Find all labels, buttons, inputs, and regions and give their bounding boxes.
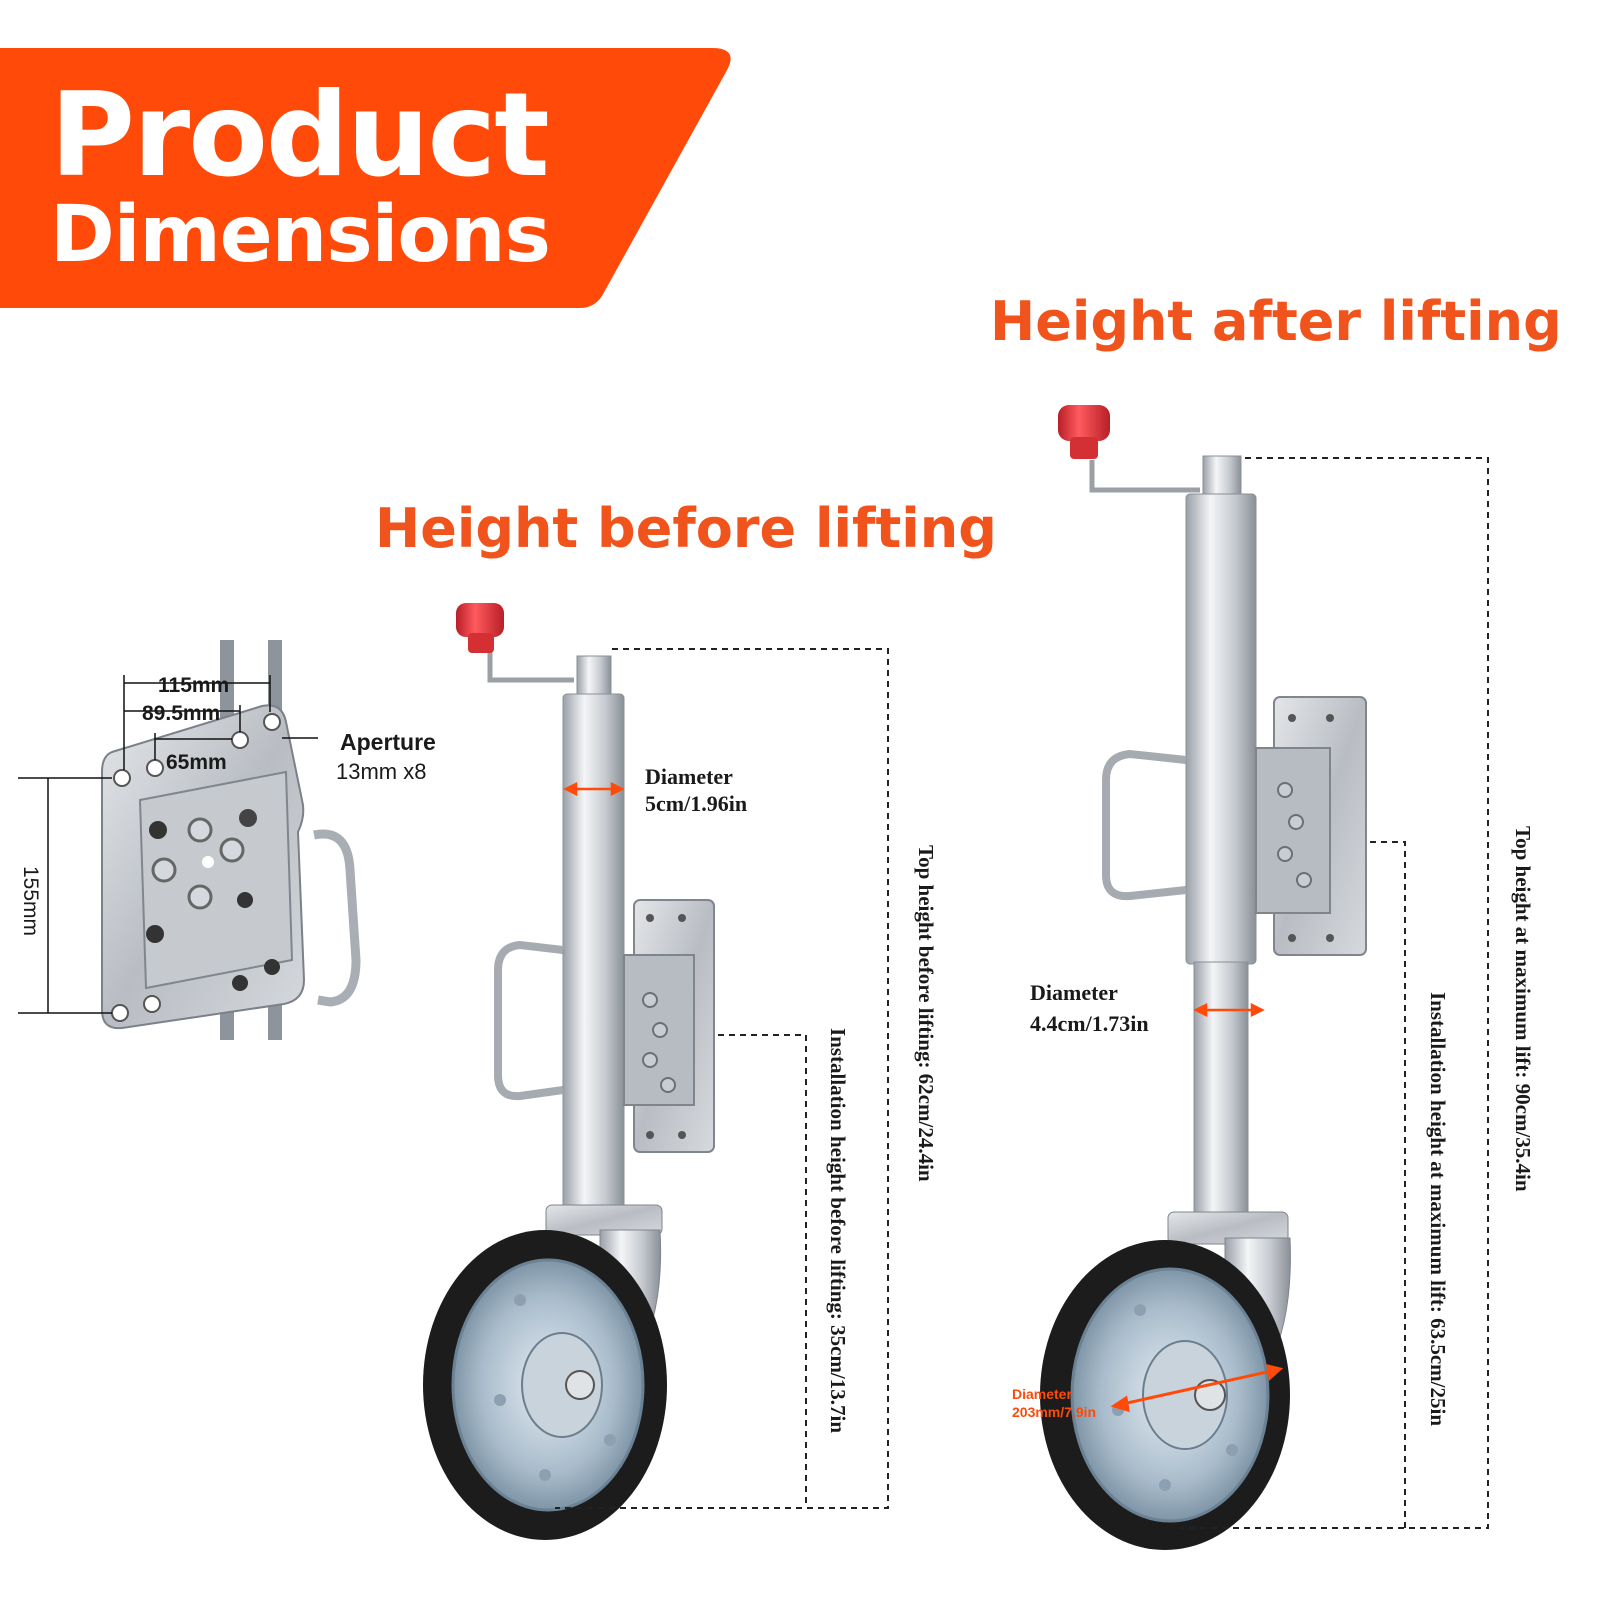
before-install-height-label: Installation height before lifting: 35cm…	[826, 1028, 850, 1434]
heading-before-lifting: Height before lifting	[375, 497, 997, 560]
after-wheel-diameter-value: 203mm/7.9in	[1012, 1404, 1097, 1420]
before-tube-diameter-label: Diameter	[645, 764, 733, 789]
banner-title-line2: Dimensions	[50, 190, 551, 280]
before-top-height-label: Top height before lifting: 62cm/24.4in	[914, 845, 938, 1182]
jack-before-lifting	[423, 603, 889, 1540]
jack-after-lifting	[1040, 405, 1489, 1550]
plate-height-label: 155mm	[19, 866, 42, 937]
plate-width-outer-label: 115mm	[158, 674, 230, 697]
crank-knob-icon	[1058, 405, 1110, 459]
aperture-title: Aperture	[340, 729, 436, 755]
plate-width-inner-label: 65mm	[166, 751, 227, 774]
after-tube-diameter-value: 4.4cm/1.73in	[1030, 1011, 1149, 1036]
after-wheel-diameter-label: Diameter	[1012, 1386, 1072, 1402]
heading-after-lifting: Height after lifting	[990, 290, 1562, 353]
banner-title-line1: Product	[50, 68, 550, 203]
after-top-height-label: Top height at maximum lift: 90cm/35.4in	[1511, 826, 1535, 1192]
crank-knob-icon	[456, 603, 504, 653]
after-tube-diameter-label: Diameter	[1030, 980, 1118, 1005]
aperture-value: 13mm x8	[336, 759, 427, 784]
wheel-icon	[423, 1230, 667, 1540]
mounting-plate-icon	[18, 640, 361, 1040]
plate-width-mid-label: 89.5mm	[142, 702, 221, 725]
after-install-height-label: Installation height at maximum lift: 63.…	[1426, 992, 1450, 1426]
before-tube-diameter-value: 5cm/1.96in	[645, 791, 748, 816]
